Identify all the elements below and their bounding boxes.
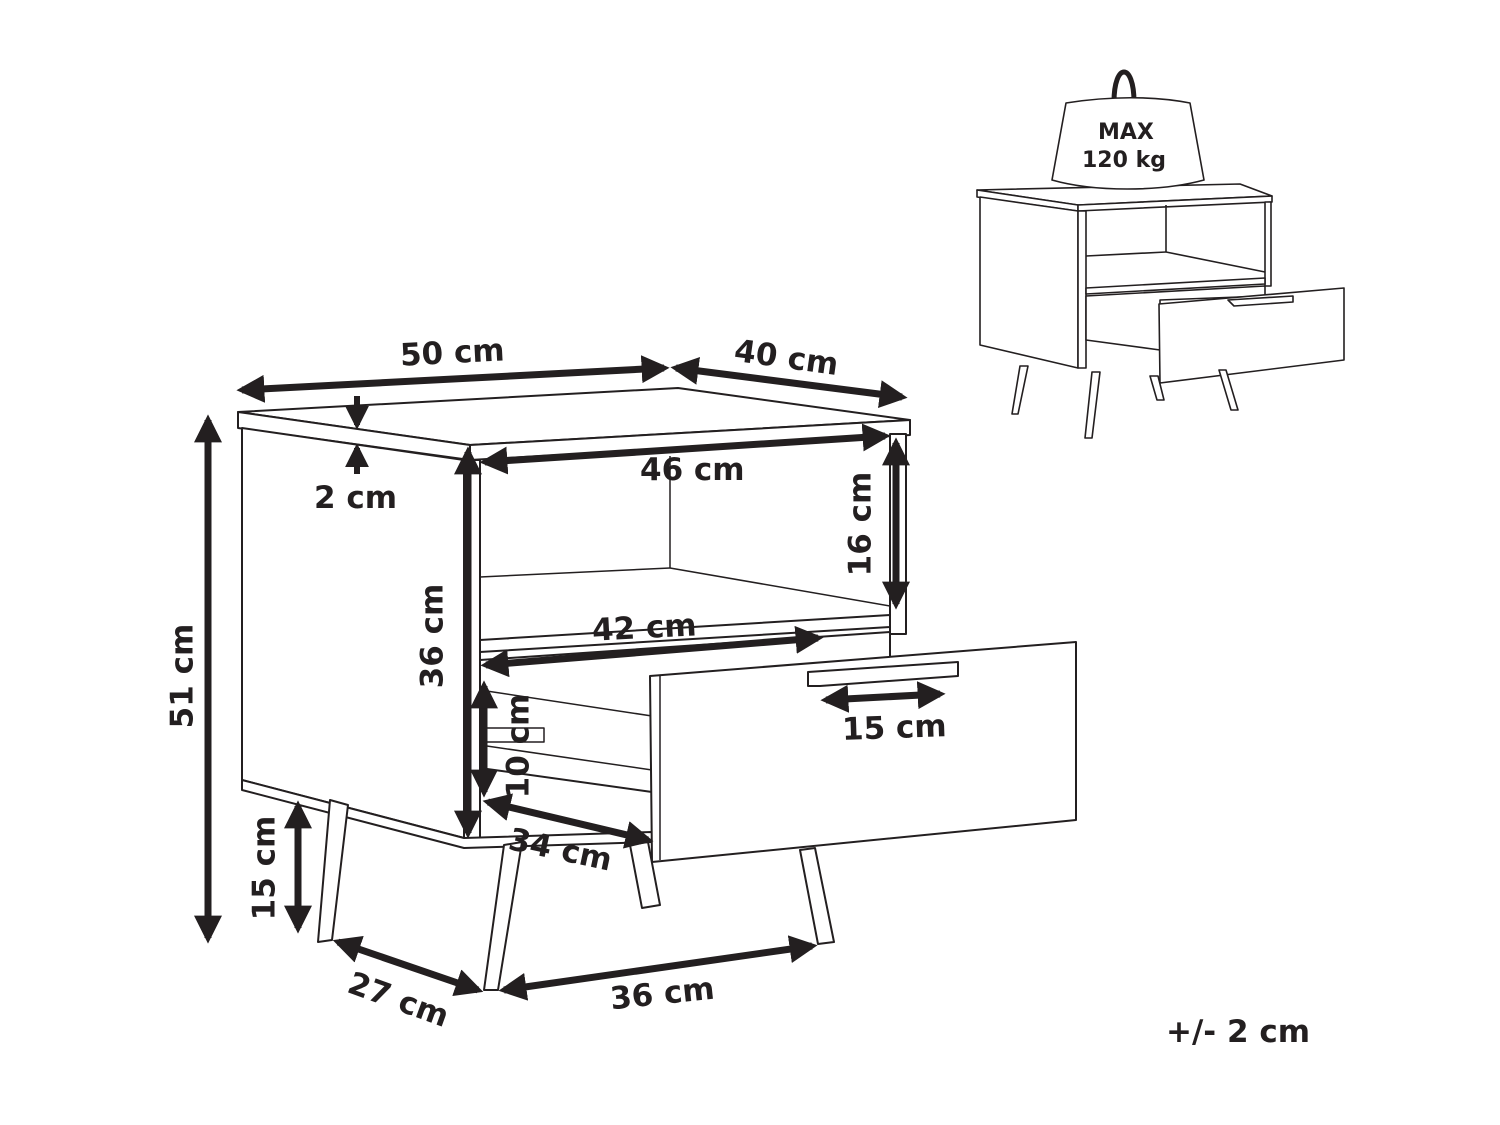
drawer-height-label: 10 cm (500, 693, 537, 799)
width-label: 50 cm (399, 332, 506, 374)
body-height-label: 36 cm (414, 583, 451, 689)
tolerance-note: +/- 2 cm (1166, 1014, 1310, 1050)
inner-width-label: 46 cm (640, 452, 745, 488)
leg-height-label: 15 cm (246, 815, 283, 921)
handle-width-label: 15 cm (841, 708, 948, 748)
load-weight-label: 120 kg (1082, 148, 1166, 173)
shelf-height-label: 16 cm (842, 471, 879, 577)
dimension-lines (194, 355, 946, 1001)
top-thickness-label: 2 cm (314, 480, 398, 516)
preview-nightstand (976, 69, 1345, 439)
load-max-label: MAX (1098, 120, 1154, 145)
drawer-width-label: 42 cm (591, 607, 698, 649)
total-height-label: 51 cm (164, 623, 201, 729)
